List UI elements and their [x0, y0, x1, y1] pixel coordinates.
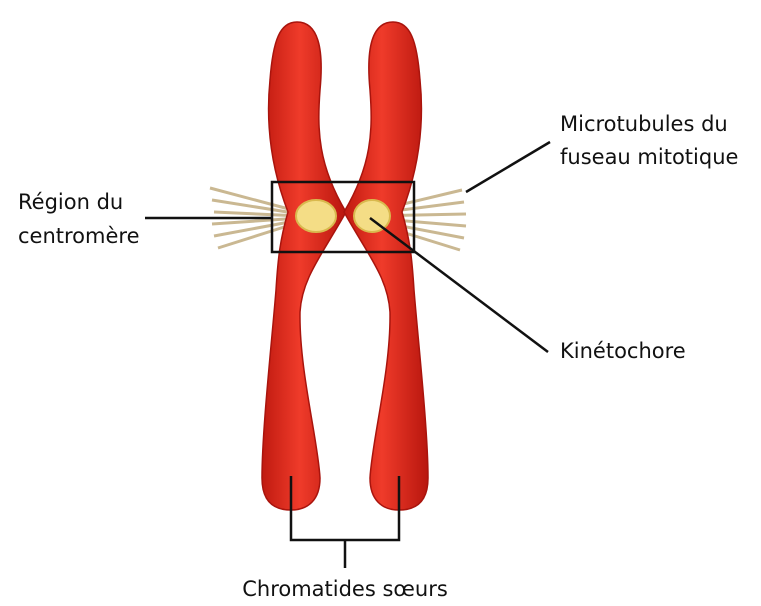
kinetochore-right: [354, 200, 390, 232]
microtubules-label-line1: Microtubules du: [560, 112, 728, 136]
kinetochore-label: Kinétochore: [560, 339, 686, 363]
centromere-region-label-line2: centromère: [18, 224, 140, 248]
kinetochore-left: [296, 200, 336, 232]
centromere-region-label-line1: Région du: [18, 190, 123, 214]
left-chromatid: [262, 22, 346, 510]
right-chromatid: [344, 22, 428, 510]
sister-chromatids-label: Chromatides sœurs: [242, 577, 448, 601]
microtubules-leader-line: [466, 142, 550, 192]
microtubules-label-line2: fuseau mitotique: [560, 145, 738, 169]
